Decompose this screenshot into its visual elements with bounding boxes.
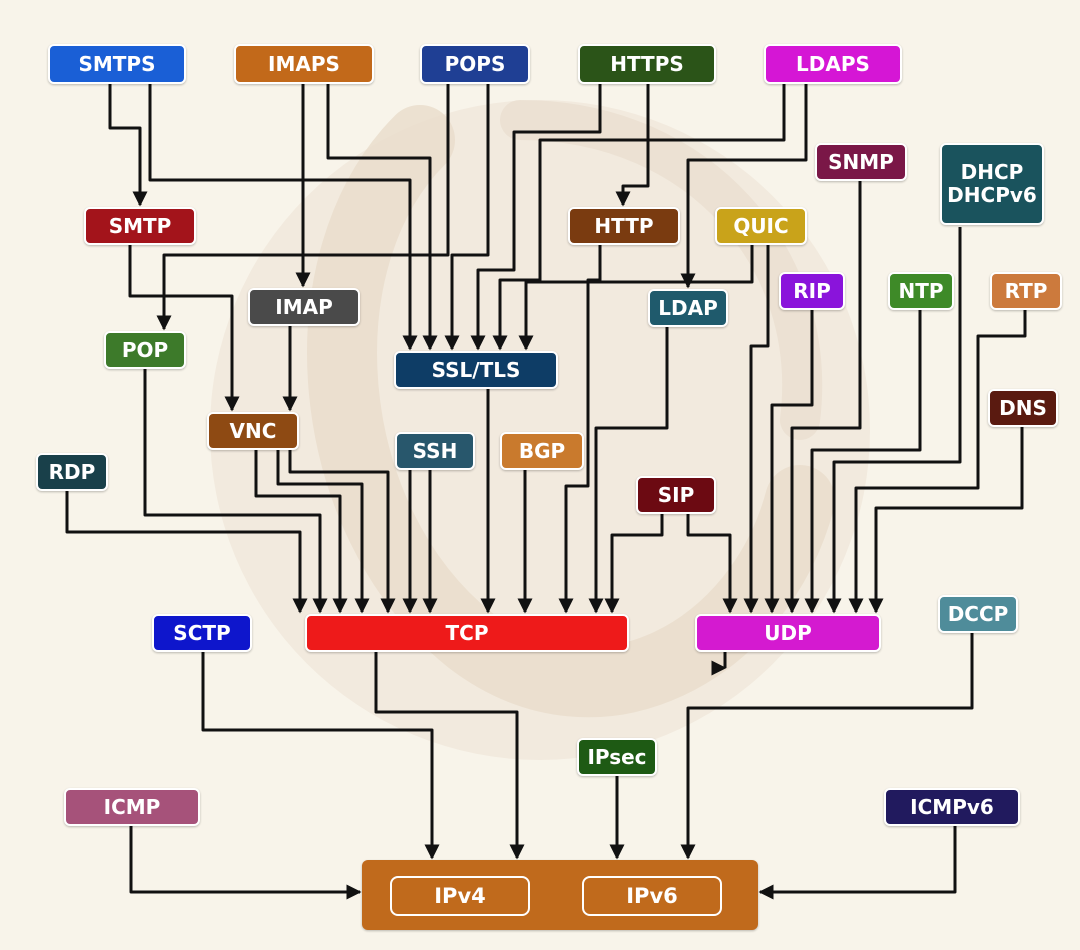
- node-bgp: BGP: [500, 432, 584, 470]
- edge-vnc-to-tcp3: [288, 450, 396, 614]
- node-snmp: SNMP: [815, 143, 907, 181]
- edge-sip-to-tcp: [604, 514, 664, 614]
- edge-https-to-http: [615, 84, 650, 207]
- edge-rip-to-udp: [764, 310, 814, 614]
- ipv6-box: IPv6: [582, 876, 722, 916]
- node-pop: POP: [104, 331, 186, 369]
- node-quic: QUIC: [715, 207, 807, 245]
- node-udp: UDP: [695, 614, 881, 652]
- node-ldap: LDAP: [648, 289, 728, 327]
- node-dns: DNS: [988, 389, 1058, 427]
- edge-pop-to-tcp: [143, 369, 328, 614]
- edge-pops-to-pop: [156, 84, 450, 331]
- edge-ntp-to-udp: [804, 310, 922, 614]
- node-rip: RIP: [779, 272, 845, 310]
- edge-dns-to-udp: [868, 427, 1024, 614]
- node-ldaps: LDAPS: [764, 44, 902, 84]
- edge-sctp-to-ipv4: [201, 652, 440, 860]
- node-icmpv6: ICMPv6: [884, 788, 1020, 826]
- node-sip: SIP: [636, 476, 716, 514]
- edge-https-to-ssltls: [470, 84, 602, 351]
- edge-tcp-to-ipv4: [374, 652, 525, 860]
- edge-dhcp-to-udp: [826, 227, 962, 614]
- node-ntp: NTP: [888, 272, 954, 310]
- edge-quic-to-ssltls: [518, 245, 754, 351]
- edge-smtps-to-ssltls: [148, 84, 418, 351]
- node-tcp: TCP: [305, 614, 629, 652]
- node-pops: POPS: [420, 44, 530, 84]
- node-rdp: RDP: [36, 453, 108, 491]
- edge-rdp-to-tcp: [65, 491, 308, 614]
- edge-vnc-to-tcp2: [276, 450, 370, 614]
- node-smtp: SMTP: [84, 207, 196, 245]
- node-https: HTTPS: [578, 44, 716, 84]
- node-ssltls: SSL/TLS: [394, 351, 558, 389]
- edge-smtps-to-smtp: [108, 84, 148, 207]
- node-imaps: IMAPS: [234, 44, 374, 84]
- edge-icmp-to-ipv4: [129, 826, 362, 900]
- node-ssh: SSH: [395, 432, 475, 470]
- edge-quic-to-udp: [743, 245, 770, 614]
- node-http: HTTP: [568, 207, 680, 245]
- node-icmp: ICMP: [64, 788, 200, 826]
- node-dccp: DCCP: [938, 595, 1018, 633]
- edge-sip-to-udp: [686, 514, 738, 614]
- ipv4-box: IPv4: [390, 876, 530, 916]
- edge-vnc-to-tcp1: [254, 450, 348, 614]
- edge-snmp-to-udp: [784, 181, 862, 614]
- ip-layer-box: IPv4 IPv6: [362, 860, 758, 930]
- node-ipsec: IPsec: [577, 738, 657, 776]
- node-imap: IMAP: [248, 288, 360, 326]
- node-vnc: VNC: [207, 412, 299, 450]
- edge-dccp-to-ipv6: [680, 633, 974, 860]
- edge-ldaps-to-ldap: [680, 84, 808, 289]
- edge-ldaps-to-ssltls: [492, 84, 786, 351]
- edge-icmpv6-to-ipv6: [758, 826, 957, 900]
- edge-smtp-to-tcp: [128, 245, 240, 412]
- node-sctp: SCTP: [152, 614, 252, 652]
- node-rtp: RTP: [990, 272, 1062, 310]
- edge-http-to-tcp: [558, 245, 602, 614]
- edge-ldap-to-tcp: [588, 327, 669, 614]
- edge-rtp-to-udp: [848, 310, 1027, 614]
- node-dhcp: DHCP DHCPv6: [940, 143, 1044, 225]
- node-smtps: SMTPS: [48, 44, 186, 84]
- edge-pops-to-ssltls: [444, 84, 490, 351]
